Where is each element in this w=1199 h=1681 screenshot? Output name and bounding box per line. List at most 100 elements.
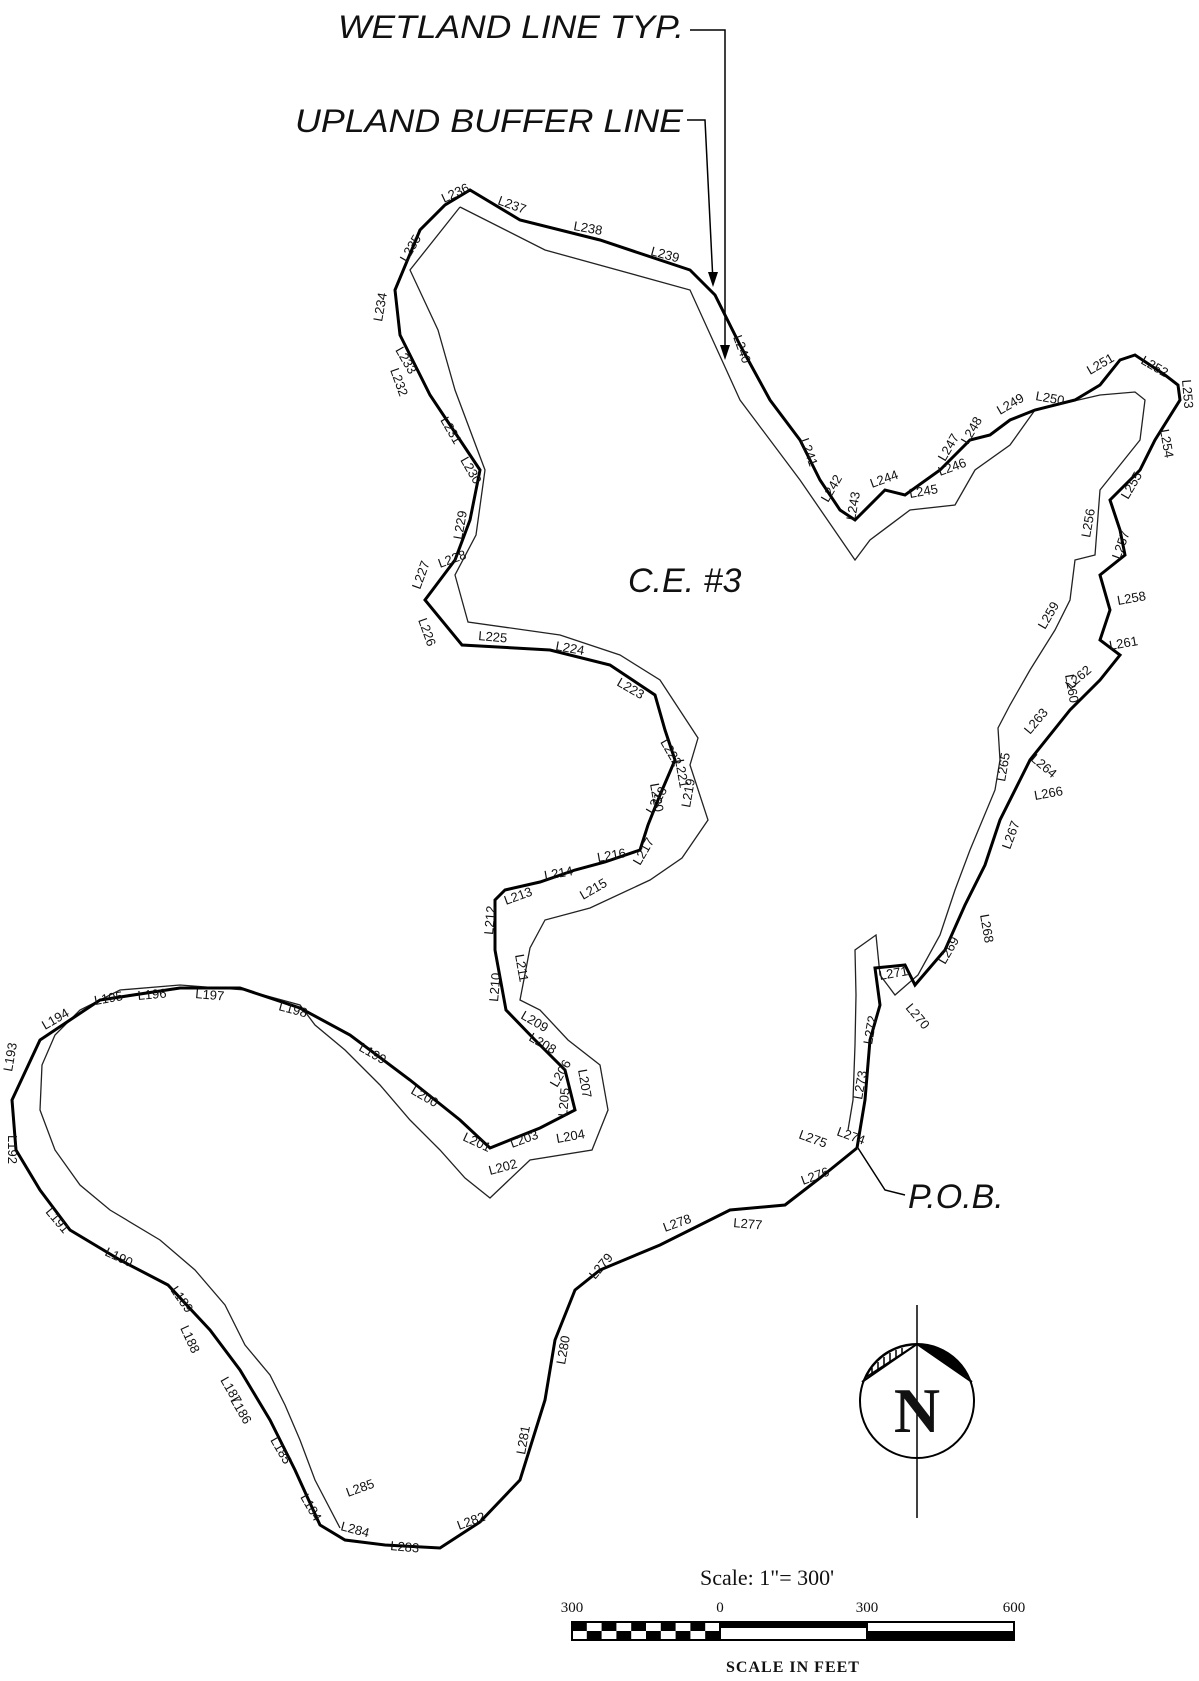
segment-label-l202: L202 (487, 1156, 519, 1178)
upland-buffer-line-west (39, 206, 709, 1529)
scale-checker-cell (646, 1631, 661, 1640)
segment-label-l249: L249 (994, 390, 1027, 417)
segment-label-l237: L237 (496, 193, 528, 217)
north-arrow-letter: N (894, 1375, 940, 1446)
segment-label-l239: L239 (649, 243, 681, 265)
scale-tick-600: 600 (1003, 1600, 1026, 1616)
segment-label-l198: L198 (277, 998, 309, 1020)
segment-label-l265: L265 (993, 751, 1013, 782)
segment-label-l257: L257 (1109, 529, 1133, 561)
segment-label-l201: L201 (461, 1129, 494, 1155)
scale-checker-cell (572, 1622, 587, 1631)
scale-ratio: Scale: 1"= 300' (700, 1565, 834, 1590)
segment-label-l276: L276 (799, 1164, 831, 1188)
segment-label-l191: L191 (43, 1204, 73, 1236)
segment-label-l280: L280 (553, 1334, 573, 1365)
segment-label-l263: L263 (1021, 705, 1051, 737)
segment-label-l238: L238 (572, 218, 603, 238)
segment-label-l225: L225 (478, 628, 508, 645)
area-label: C.E. #3 (628, 562, 741, 600)
segment-label-l216: L216 (596, 845, 627, 865)
segment-label-l192: L192 (5, 1135, 20, 1164)
segment-label-l283: L283 (390, 1538, 420, 1555)
segment-label-l270: L270 (903, 1000, 933, 1032)
segment-label-l268: L268 (977, 913, 997, 944)
scale-bar-checker (572, 1622, 720, 1640)
segment-label-l266: L266 (1033, 783, 1064, 803)
segment-label-l248: L248 (958, 414, 985, 447)
segment-label-l195: L195 (93, 988, 124, 1008)
upland-buffer-leader (687, 119, 714, 283)
scale-caption: SCALE IN FEET (726, 1659, 860, 1676)
segment-label-l193: L193 (0, 1041, 20, 1072)
segment-label-l197: L197 (195, 986, 225, 1003)
scale-bar-segment-300-600 (867, 1631, 1014, 1640)
segment-label-l223: L223 (615, 675, 648, 702)
north-arrow-left-wing (864, 1343, 918, 1380)
segment-label-l219: L219 (678, 777, 698, 808)
segment-label-l236: L236 (439, 180, 472, 206)
segment-label-l229: L229 (450, 509, 470, 540)
north-arrow: N (859, 1305, 975, 1518)
segment-label-l241: L241 (797, 436, 821, 468)
segment-label-l235: L235 (397, 232, 424, 265)
graphic-scale: Scale: 1"= 300' 300 0 300 600 SCALE IN F… (561, 1565, 1026, 1676)
scale-tick-300-left: 300 (561, 1600, 584, 1616)
segment-label-l228: L228 (436, 547, 468, 571)
segment-label-l259: L259 (1035, 599, 1062, 632)
segment-label-l254: L254 (1157, 428, 1177, 459)
upland-buffer-line-label: UPLAND BUFFER LINE (295, 103, 684, 139)
segment-label-l281: L281 (513, 1424, 533, 1455)
wetland-line-label: WETLAND LINE TYP. (338, 9, 684, 45)
scale-bar-segment-0-300 (720, 1622, 867, 1628)
pob-leader (857, 1147, 906, 1196)
segment-label-l196: L196 (137, 986, 167, 1003)
segment-label-l285: L285 (344, 1476, 376, 1500)
segment-label-l250: L250 (1034, 388, 1065, 408)
segment-label-l277: L277 (733, 1215, 763, 1232)
segment-label-l217: L217 (630, 835, 657, 868)
segment-label-l274: L274 (835, 1124, 867, 1148)
north-arrow-chevron (861, 1342, 973, 1383)
scale-tick-0: 0 (716, 1600, 724, 1616)
scale-checker-cell (705, 1631, 720, 1640)
segment-label-l224: L224 (554, 638, 585, 658)
segment-label-l269: L269 (935, 934, 962, 967)
scale-checker-cell (690, 1622, 706, 1631)
segment-label-l212: L212 (481, 905, 498, 935)
segment-label-l284: L284 (339, 1518, 371, 1540)
segment-label-l207: L207 (575, 1068, 595, 1099)
wetland-line (10, 188, 1182, 1550)
segment-label-l184: L184 (297, 1491, 324, 1524)
segment-labels: L184L185L186L187L188L189L190L191L192L193… (0, 180, 1196, 1556)
segment-label-l242: L242 (818, 472, 845, 505)
segment-label-l255: L255 (1118, 469, 1145, 502)
segment-label-l273: L273 (850, 1069, 870, 1100)
segment-label-l245: L245 (908, 481, 939, 501)
wetland-line-leader (690, 29, 726, 355)
segment-label-l243: L243 (843, 490, 863, 521)
segment-label-l261: L261 (1108, 633, 1139, 653)
segment-label-l244: L244 (868, 467, 900, 491)
segment-label-l190: L190 (103, 1244, 136, 1270)
segment-label-l221: L221 (672, 758, 692, 789)
segment-label-l227: L227 (409, 559, 433, 591)
scale-checker-cell (586, 1631, 602, 1640)
segment-label-l253: L253 (1179, 379, 1196, 409)
segment-label-l188: L188 (177, 1323, 203, 1356)
segment-label-l272: L272 (860, 1014, 880, 1045)
segment-label-l240: L240 (730, 333, 754, 365)
segment-label-l264: L264 (1028, 751, 1060, 781)
segment-label-l271: L271 (878, 963, 909, 983)
segment-label-l226: L226 (415, 616, 439, 648)
segment-label-l200: L200 (409, 1083, 442, 1110)
segment-label-l267: L267 (999, 819, 1023, 851)
segment-label-l258: L258 (1116, 588, 1147, 608)
wetland-line-leader-arrow (720, 345, 730, 360)
segment-label-l214: L214 (543, 863, 574, 883)
upland-buffer-leader-arrow (708, 272, 718, 287)
scale-checker-cell (601, 1622, 617, 1631)
segment-label-l251: L251 (1084, 350, 1117, 377)
segment-label-l260: L260 (1062, 673, 1082, 704)
segment-label-l199: L199 (357, 1040, 390, 1067)
